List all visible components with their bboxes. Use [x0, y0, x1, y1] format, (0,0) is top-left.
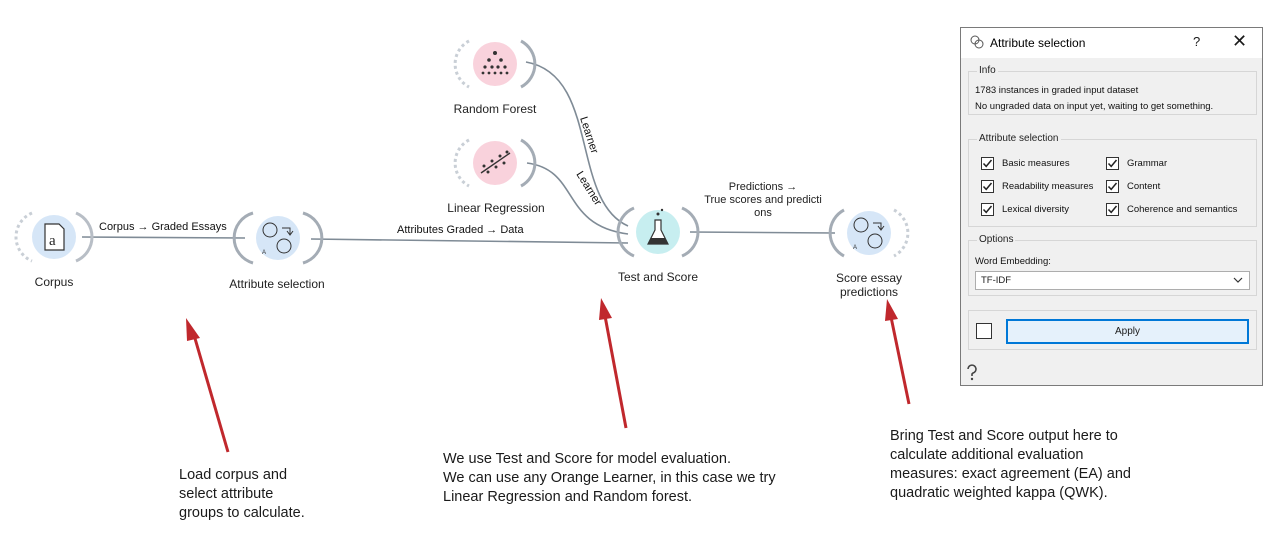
svg-text:a: a	[49, 233, 56, 249]
attribute-selection-dialog: Attribute selection ? ✕ Info 1783 instan…	[960, 27, 1263, 386]
link-attribute-selection-to-test-and-score[interactable]	[310, 238, 629, 244]
flask-icon	[647, 208, 669, 245]
options-box: Options Word Embedding:	[968, 234, 1257, 296]
node-label-corpus: Corpus	[34, 275, 74, 289]
apply-box	[968, 310, 1257, 350]
app-icon	[970, 35, 984, 52]
help-button[interactable]: ?	[1193, 34, 1201, 49]
annotation-arrows	[186, 298, 911, 453]
close-button[interactable]: ✕	[1232, 31, 1248, 51]
workflow-links	[81, 61, 836, 244]
node-label-score-essay-predictions: Score essay predictions	[835, 271, 903, 299]
node-linear-regression[interactable]	[453, 138, 537, 188]
checkbox-label: Readability measures	[1002, 181, 1094, 192]
attribute-scoring-icon: A	[262, 222, 294, 256]
link-label-attr-to-test: Attributes Graded → Data	[397, 224, 524, 236]
link-label-rf-learner: Learner	[577, 115, 600, 155]
word-embedding-select[interactable]: TF-IDF	[975, 271, 1250, 290]
apply-label: Apply	[1114, 326, 1140, 337]
checkbox-readability-measures[interactable]	[981, 180, 994, 193]
svg-text:A: A	[853, 245, 857, 251]
checkbox-label: Lexical diversity	[1002, 204, 1070, 215]
chevron-down-icon	[1233, 274, 1243, 289]
apply-button[interactable]: Apply	[1006, 319, 1249, 344]
info-line-1: 1783 instances in graded input dataset	[975, 85, 1139, 96]
checkmark-icon	[982, 159, 993, 168]
link-test-and-score-to-score-essay[interactable]	[689, 231, 836, 234]
link-random-forest-to-test-and-score[interactable]	[525, 61, 629, 227]
link-label-corpus-to-attr: Corpus → Graded Essays	[99, 221, 227, 233]
checkmark-icon	[1107, 205, 1118, 214]
checkmark-icon	[1107, 182, 1118, 191]
checkbox-grammar[interactable]	[1106, 157, 1119, 170]
link-label-lr-learner: Learner	[573, 169, 603, 208]
node-score-essay-predictions[interactable]: A	[828, 208, 910, 258]
node-label-test-and-score: Test and Score	[617, 270, 699, 284]
regression-icon	[480, 150, 511, 174]
question-icon[interactable]	[965, 364, 979, 386]
options-title: Options	[977, 234, 1016, 245]
arrow-to-score-essay	[885, 299, 911, 405]
dialog-titlebar[interactable]: Attribute selection ? ✕	[961, 28, 1262, 58]
essay-scoring-icon: A	[853, 217, 885, 251]
auto-apply-checkbox[interactable]	[976, 323, 992, 339]
word-embedding-label: Word Embedding:	[975, 256, 1051, 267]
checkbox-label: Basic measures	[1002, 158, 1070, 169]
node-attribute-selection[interactable]: A	[232, 211, 324, 265]
checkbox-content[interactable]	[1106, 180, 1119, 193]
link-label-test-to-score: Predictions → True scores and predicti o…	[704, 181, 822, 219]
dialog-title: Attribute selection	[990, 36, 1086, 50]
checkmark-icon	[982, 205, 993, 214]
arrow-to-test-and-score	[599, 298, 628, 429]
checkbox-lexical-diversity[interactable]	[981, 203, 994, 216]
checkbox-coherence-and-semantics[interactable]	[1106, 203, 1119, 216]
attribute-selection-box: Attribute selection Basic measures Gramma…	[968, 133, 1257, 227]
document-icon: a	[44, 223, 65, 251]
info-title: Info	[977, 65, 998, 76]
node-test-and-score[interactable]	[616, 206, 700, 258]
node-label-random-forest: Random Forest	[453, 102, 537, 116]
link-linear-regression-to-test-and-score[interactable]	[526, 162, 629, 235]
annotation-load-corpus: Load corpus and select attribute groups …	[179, 467, 305, 521]
info-box: Info 1783 instances in graded input data…	[968, 65, 1257, 115]
checkmark-icon	[982, 182, 993, 191]
info-line-2: No ungraded data on input yet, waiting t…	[975, 101, 1214, 112]
arrow-to-attribute-selection	[186, 318, 230, 453]
svg-text:A: A	[262, 250, 266, 256]
tree-icon	[481, 51, 509, 75]
checkbox-label: Grammar	[1127, 158, 1168, 169]
checkmark-icon	[1107, 159, 1118, 168]
node-label-attribute-selection: Attribute selection	[229, 277, 325, 291]
checkbox-label: Coherence and semantics	[1127, 204, 1238, 215]
node-label-linear-regression: Linear Regression	[447, 201, 545, 215]
node-corpus[interactable]: a	[14, 211, 94, 263]
annotation-bring-output: Bring Test and Score output here to calc…	[890, 428, 1131, 501]
link-corpus-to-attribute-selection[interactable]	[81, 236, 246, 239]
annotation-test-and-score: We use Test and Score for model evaluati…	[443, 451, 776, 505]
word-embedding-value: TF-IDF	[981, 275, 1012, 286]
attribute-selection-title: Attribute selection	[977, 133, 1061, 144]
checkbox-basic-measures[interactable]	[981, 157, 994, 170]
node-random-forest[interactable]	[453, 39, 537, 89]
checkbox-label: Content	[1127, 181, 1161, 192]
